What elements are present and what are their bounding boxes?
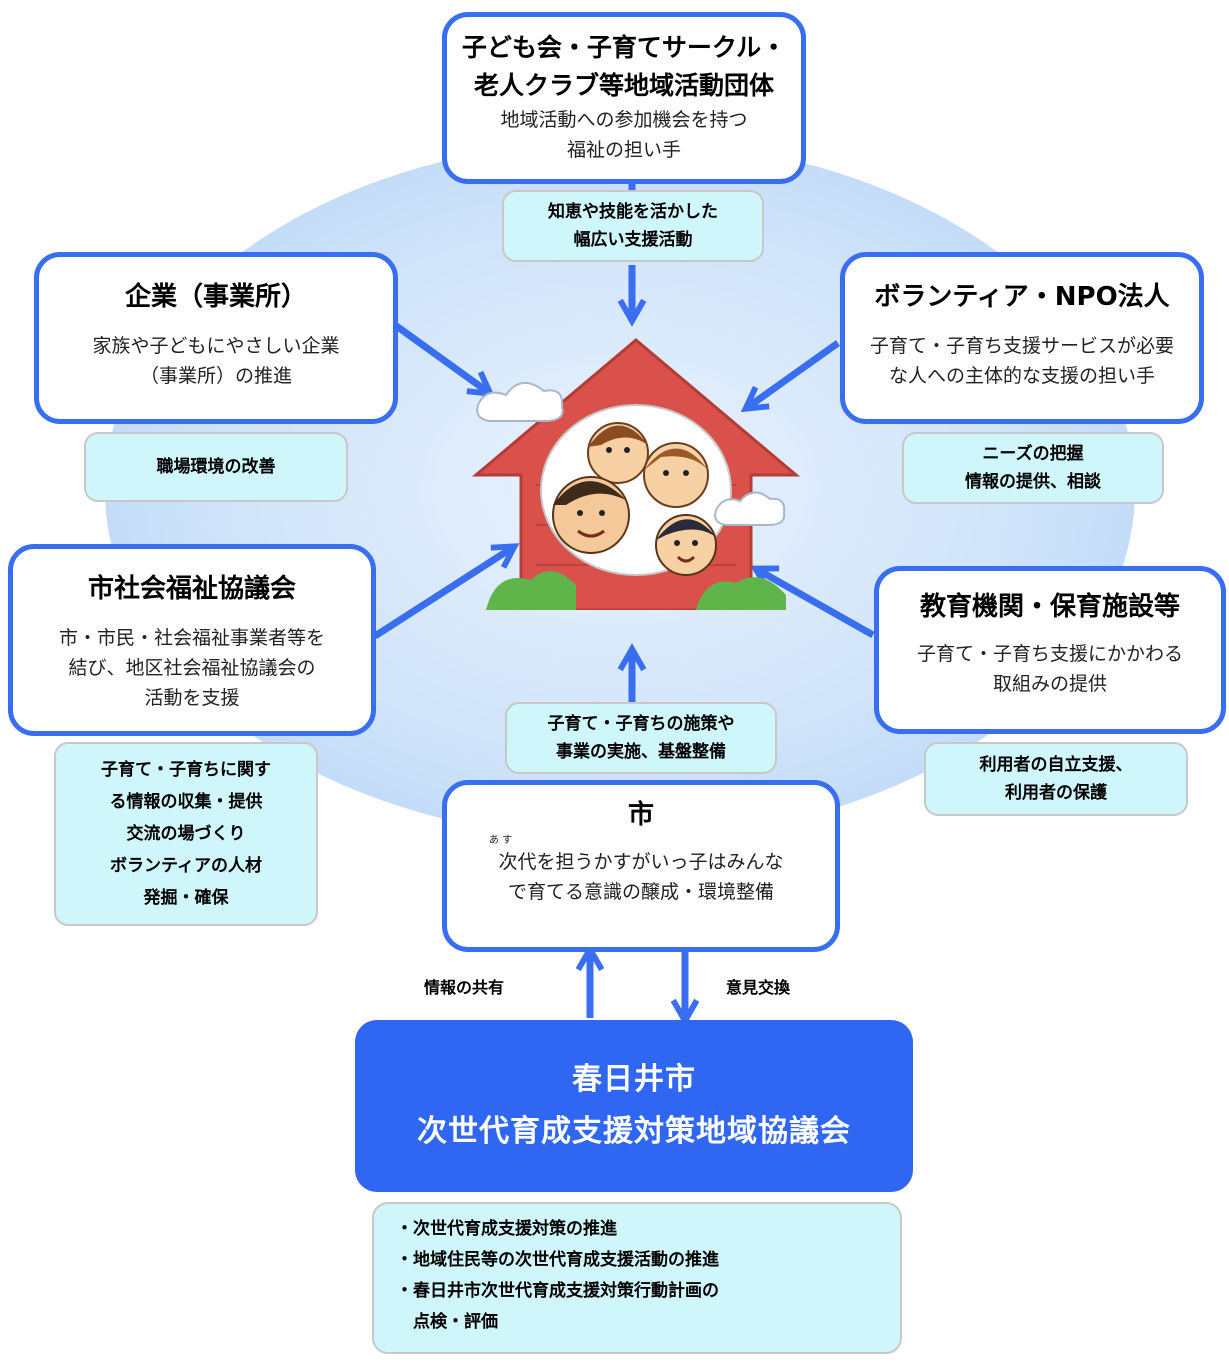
arrow-volunteer-to-home	[740, 340, 841, 413]
council-goal-item: ・地域住民等の次世代育成支援活動の推進	[396, 1250, 719, 1270]
volunteer-npo-note-line: 情報の提供、相談	[965, 472, 1101, 492]
regional-council-title-2: 次世代育成支援対策地域協議会	[417, 1114, 851, 1149]
community-groups-note-line: 幅広い支援活動	[573, 230, 693, 250]
community-groups-desc-2: 福祉の担い手	[566, 139, 681, 161]
company-desc-2: （事業所）の推進	[139, 365, 292, 387]
council-goal-item: ・次世代育成支援対策の推進	[396, 1219, 617, 1239]
regional-council-title: 春日井市	[572, 1062, 696, 1097]
arrow-welfare-to-home	[373, 543, 520, 639]
community-groups-box: 子ども会・子育てサークル・ 老人クラブ等地域活動団体 地域活動への参加機会を持つ…	[442, 12, 806, 184]
share-info-label: 情報の共有	[424, 978, 505, 997]
city-note-line: 子育て・子育ちの施策や	[547, 714, 735, 734]
city-desc: 次代を担うかすがいっ子はみんな	[498, 851, 784, 873]
social-welfare-council-desc-2: 結び、地区社会福祉協議会の	[68, 657, 316, 679]
volunteer-npo-desc-2: な人への主体的な支援の担い手	[888, 365, 1155, 387]
education-childcare-title: 教育機関・保育施設等	[919, 592, 1180, 622]
social-welfare-council-note-line: 子育て・子育ちに関す	[101, 760, 271, 780]
community-groups-note: 知恵や技能を活かした 幅広い支援活動	[502, 190, 764, 262]
regional-council-box: 春日井市 次世代育成支援対策地域協議会	[355, 1020, 913, 1192]
community-groups-title-2: 老人クラブ等地域活動団体	[473, 71, 774, 100]
social-welfare-council-title: 市社会福祉協議会	[87, 574, 296, 604]
city-note-line: 事業の実施、基盤整備	[556, 742, 726, 762]
social-welfare-council-note: 子育て・子育ちに関す る情報の収集・提供 交流の場づくり ボランティアの人材 発…	[54, 742, 318, 926]
council-goal-item: 点検・評価	[396, 1312, 498, 1332]
exchange-opinions-label: 意見交換	[726, 978, 791, 997]
city-box: 市 あ す 次代を担うかすがいっ子はみんな で育てる意識の醸成・環境整備	[442, 780, 840, 952]
volunteer-npo-title: ボランティア・NPO法人	[874, 282, 1170, 312]
volunteer-npo-note-line: ニーズの把握	[982, 444, 1084, 464]
community-groups-note-line: 知恵や技能を活かした	[548, 202, 718, 222]
community-groups-desc: 地域活動への参加機会を持つ	[500, 109, 748, 131]
social-welfare-council-note-line: る情報の収集・提供	[109, 792, 263, 812]
education-childcare-desc: 子育て・子育ち支援にかかわる	[916, 643, 1183, 665]
education-childcare-note-line: 利用者の自立支援、	[979, 755, 1133, 775]
education-childcare-box: 教育機関・保育施設等 子育て・子育ち支援にかかわる 取組みの提供	[874, 566, 1226, 734]
volunteer-npo-desc: 子育て・子育ち支援サービスが必要	[869, 335, 1174, 357]
education-childcare-note-line: 利用者の保護	[1005, 783, 1107, 803]
arrow-company-to-home	[392, 322, 496, 398]
company-note-line: 職場環境の改善	[156, 457, 276, 477]
city-title: 市	[627, 800, 654, 830]
city-desc-2: で育てる意識の醸成・環境整備	[507, 881, 774, 903]
community-groups-title: 子ども会・子育てサークル・	[461, 33, 787, 62]
company-title: 企業（事業所）	[124, 282, 307, 312]
city-ruby: あ す	[489, 835, 513, 846]
education-childcare-note: 利用者の自立支援、 利用者の保護	[924, 742, 1188, 816]
social-welfare-council-box: 市社会福祉協議会 市・市民・社会福祉事業者等を 結び、地区社会福祉協議会の 活動…	[8, 544, 376, 736]
social-welfare-council-desc: 市・市民・社会福祉事業者等を	[58, 627, 325, 649]
company-note: 職場環境の改善	[84, 432, 348, 502]
volunteer-npo-note: ニーズの把握 情報の提供、相談	[902, 432, 1164, 504]
family-house-illustration	[471, 338, 801, 610]
company-box: 企業（事業所） 家族や子どもにやさしい企業 （事業所）の推進	[34, 252, 398, 424]
council-goals: ・次世代育成支援対策の推進 ・地域住民等の次世代育成支援活動の推進 ・春日井市次…	[372, 1202, 902, 1354]
social-welfare-council-desc-3: 活動を支援	[144, 687, 240, 709]
company-desc: 家族や子どもにやさしい企業	[92, 335, 340, 357]
social-welfare-council-note-line: 発掘・確保	[143, 888, 229, 908]
social-welfare-council-note-line: 交流の場づくり	[126, 824, 246, 844]
city-note: 子育て・子育ちの施策や 事業の実施、基盤整備	[505, 702, 777, 774]
council-goal-item: ・春日井市次世代育成支援対策行動計画の	[396, 1281, 719, 1301]
education-childcare-desc-2: 取組みの提供	[992, 673, 1107, 695]
social-welfare-council-note-line: ボランティアの人材	[110, 856, 262, 876]
volunteer-npo-box: ボランティア・NPO法人 子育て・子育ち支援サービスが必要 な人への主体的な支援…	[840, 252, 1204, 424]
arrow-education-to-home	[750, 565, 875, 639]
